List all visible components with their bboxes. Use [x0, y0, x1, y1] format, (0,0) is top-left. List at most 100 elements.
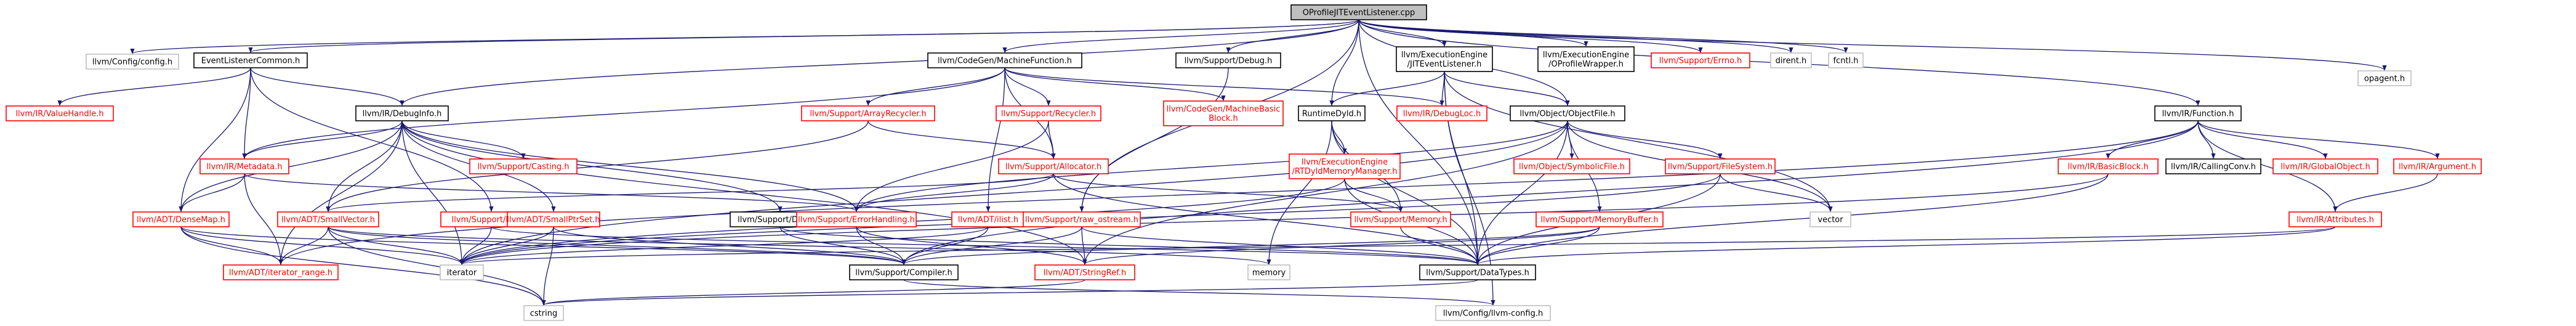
node-argument[interactable]: llvm/IR/Argument.h: [2393, 158, 2482, 174]
node-box: [355, 105, 449, 121]
node-symbolicfile[interactable]: llvm/Object/SymbolicFile.h: [1513, 158, 1630, 174]
edge-ilist-to-compiler: [901, 226, 989, 265]
node-box: [1298, 105, 1366, 121]
node-rtdmm[interactable]: llvm/ExecutionEngine/RTDyldMemoryManager…: [1289, 153, 1401, 179]
edge-smallptrset-to-cstring: [541, 226, 554, 306]
edge-allocator-to-datatypes: [1053, 173, 1480, 265]
node-ilist[interactable]: llvm/ADT/ilist.h: [951, 211, 1025, 227]
node-label: llvm/ADT/StringRef.h: [1044, 269, 1126, 278]
edge-objfile-to-datatypes: [1475, 120, 1568, 265]
edge-smallptrset-to-iterator: [459, 226, 554, 265]
node-label: llvm/Support/Recycler.h: [1001, 110, 1096, 119]
edge-metadata-to-densemap: [179, 173, 245, 212]
node-label: llvm/Support/FileSystem.h: [1668, 163, 1773, 172]
edge-stringref-to-cstring: [541, 279, 1085, 306]
edge-memorybuffer-to-stringref: [1082, 226, 1600, 265]
node-eeow[interactable]: llvm/ExecutionEngine/OProfileWrapper.h: [1537, 46, 1635, 72]
node-cgmf[interactable]: llvm/CodeGen/MachineFunction.h: [927, 52, 1082, 68]
node-iterrange[interactable]: llvm/ADT/iterator_range.h: [223, 264, 339, 280]
node-box: [1828, 52, 1864, 68]
node-label: llvm/IR/Argument.h: [2399, 163, 2476, 172]
node-label: llvm/ADT/SmallVector.h: [281, 216, 375, 225]
node-memory[interactable]: llvm/Support/Memory.h: [1350, 211, 1451, 227]
node-box: [6, 105, 114, 121]
node-cstring: cstring: [523, 305, 564, 321]
node-box: [1537, 46, 1635, 72]
edge-objfile-to-stringref: [1082, 120, 1568, 265]
node-ejel[interactable]: llvm/ExecutionEngine/JITEventListener.h: [1396, 46, 1493, 72]
node-label: llvm/Support/DataTypes.h: [1426, 269, 1529, 278]
node-label: llvm/Support/Allocator.h: [1005, 163, 1102, 172]
node-allocator[interactable]: llvm/Support/Allocator.h: [998, 158, 1109, 174]
node-valuehandle[interactable]: llvm/IR/ValueHandle.h: [6, 105, 114, 121]
edge-filesystem-to-vector: [1720, 173, 1833, 212]
edge-root-to-debuginfo: [400, 19, 1359, 106]
node-smallvector[interactable]: llvm/ADT/SmallVector.h: [277, 211, 379, 227]
edge-elc-to-debuginfo: [250, 67, 405, 106]
node-filesystem[interactable]: llvm/Support/FileSystem.h: [1665, 158, 1776, 174]
node-box: [1290, 4, 1427, 20]
node-globalobject[interactable]: llvm/IR/GlobalObject.h: [2272, 158, 2378, 174]
node-box: [1809, 211, 1851, 227]
node-root[interactable]: OProfileJITEventListener.cpp: [1290, 4, 1427, 20]
edge-allocator-to-errorhandling: [854, 173, 1054, 212]
edge-arrayrecycler-to-smallvector: [326, 120, 869, 212]
node-callingconv[interactable]: llvm/IR/CallingConv.h: [2165, 158, 2261, 174]
node-box: [2272, 158, 2378, 174]
node-label: llvm/Support/Compiler.h: [855, 269, 952, 278]
edge-irfunction-to-argument: [2197, 120, 2440, 159]
node-metadata[interactable]: llvm/IR/Metadata.h: [199, 158, 289, 174]
edge-irfunction-to-compiler: [901, 120, 2199, 265]
node-label: iterator: [447, 269, 477, 278]
node-label: llvm/ExecutionEngine: [1543, 51, 1629, 60]
node-iterator: iterator: [440, 264, 484, 280]
edge-irfunction-to-globalobject: [2197, 120, 2328, 159]
edge-ejel-to-runtimedyld: [1329, 71, 1445, 106]
node-stringref[interactable]: llvm/ADT/StringRef.h: [1034, 264, 1135, 280]
node-smallptrset[interactable]: llvm/ADT/SmallPtrSet.h: [507, 211, 600, 227]
node-attributes[interactable]: llvm/IR/Attributes.h: [2288, 211, 2382, 227]
node-box: [1651, 52, 1750, 68]
node-label: fcntl.h: [1833, 57, 1858, 66]
edge-allocator-to-smallvector: [326, 173, 1054, 212]
node-errno[interactable]: llvm/Support/Errno.h: [1651, 52, 1750, 68]
node-compiler[interactable]: llvm/Support/Compiler.h: [849, 264, 959, 280]
node-runtimedyld[interactable]: RuntimeDyld.h: [1298, 105, 1366, 121]
edge-debuginfo-to-errorhandling: [401, 120, 859, 212]
node-objfile[interactable]: llvm/Object/ObjectFile.h: [1510, 105, 1625, 121]
node-debuginfo[interactable]: llvm/IR/DebugInfo.h: [355, 105, 449, 121]
edge-path-to-datatypes: [491, 226, 1480, 265]
node-sdebug[interactable]: llvm/Support/Debug.h: [1175, 52, 1281, 68]
node-errorhandling[interactable]: llvm/Support/ErrorHandling.h: [796, 211, 917, 227]
node-datatypes[interactable]: llvm/Support/DataTypes.h: [1419, 264, 1536, 280]
node-rawostream[interactable]: llvm/Support/raw_ostream.h: [1023, 211, 1141, 227]
node-irfunction[interactable]: llvm/IR/Function.h: [2154, 105, 2242, 121]
edge-metadata-to-errorhandling: [244, 173, 859, 212]
edge-debuginfo-to-dwarf: [401, 120, 783, 212]
node-box: [1665, 158, 1776, 174]
node-memorybuffer[interactable]: llvm/Support/MemoryBuffer.h: [1536, 211, 1664, 227]
edge-root-to-fcntl: [1358, 19, 1848, 53]
node-casting[interactable]: llvm/Support/Casting.h: [469, 158, 578, 174]
node-densemap[interactable]: llvm/ADT/DenseMap.h: [132, 211, 230, 227]
node-basicblock[interactable]: llvm/IR/BasicBlock.h: [2058, 158, 2159, 174]
edge-debuginfo-to-smallvector: [326, 120, 403, 212]
node-label: llvm/Support/Casting.h: [477, 163, 569, 172]
node-recycler[interactable]: llvm/Support/Recycler.h: [996, 105, 1101, 121]
node-label: llvm/ExecutionEngine: [1401, 51, 1487, 60]
node-box: [1247, 264, 1290, 280]
edge-compiler-to-llvmconfig: [903, 279, 1495, 306]
node-box: [1536, 211, 1664, 227]
node-opagent: opagent.h: [2357, 70, 2412, 86]
node-debugloc[interactable]: llvm/IR/DebugLoc.h: [1396, 105, 1487, 121]
edge-arrayrecycler-to-allocator: [867, 120, 1056, 159]
node-elc[interactable]: EventListenerCommon.h: [193, 52, 308, 68]
node-box: [86, 54, 179, 70]
edge-ilist-to-iterator: [459, 226, 989, 265]
node-arrayrecycler[interactable]: llvm/Support/ArrayRecycler.h: [801, 105, 935, 121]
node-label: opagent.h: [2364, 75, 2405, 84]
edge-runtimedyld-to-memoryhdr: [1266, 120, 1332, 265]
node-dirent: dirent.h: [1770, 52, 1812, 68]
